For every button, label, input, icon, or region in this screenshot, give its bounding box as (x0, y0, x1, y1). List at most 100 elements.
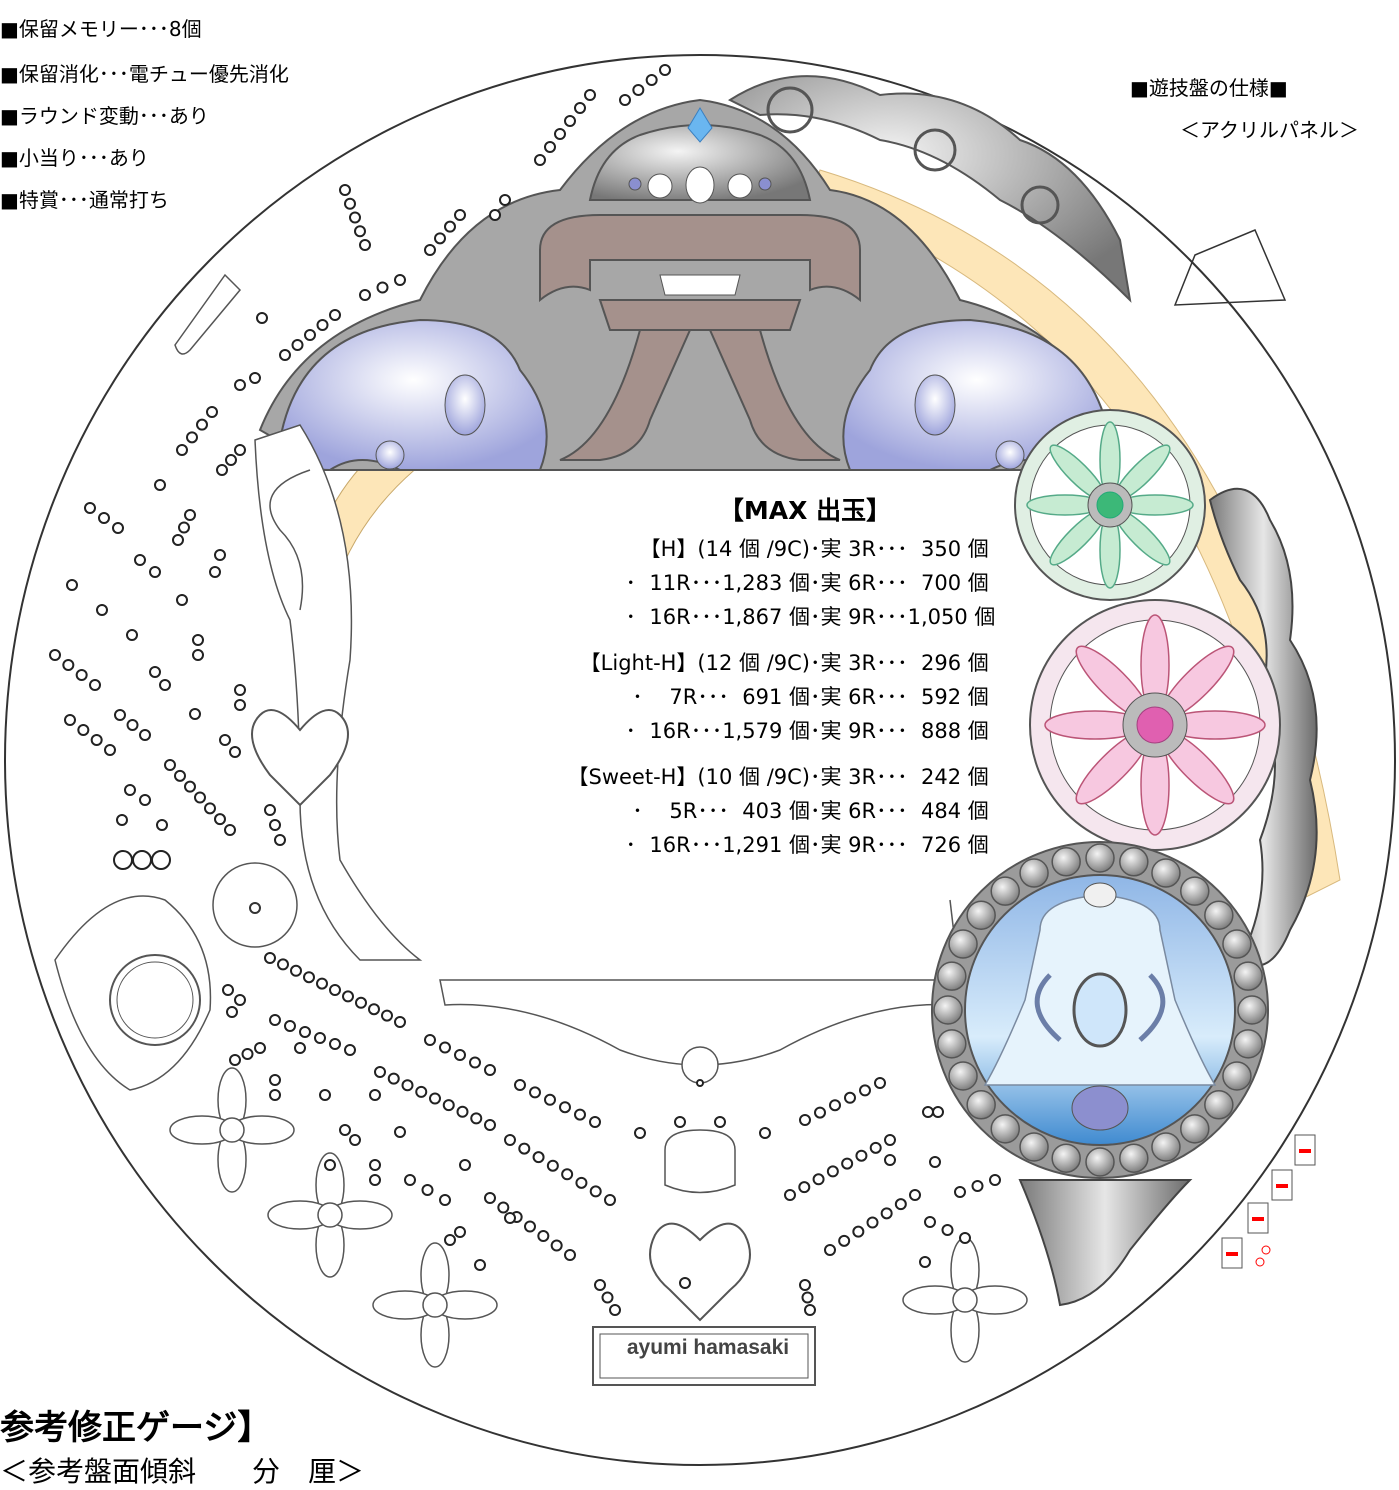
nail-pin (869, 1141, 882, 1154)
nail-pin (838, 1234, 851, 1247)
nail-pin (941, 1224, 954, 1236)
nail-pin (971, 1180, 984, 1192)
nail-pin (859, 1084, 871, 1097)
nail-pin (544, 1093, 556, 1106)
nail-pin (919, 1256, 931, 1268)
nail-pin (139, 729, 151, 741)
nail-pin (574, 1108, 586, 1121)
nail-pin (814, 1106, 826, 1119)
payout-group-h: 【H】(14 個 /9C)･実 3R･･･ 350 個 ･ 11R･･･1,28… (480, 532, 1020, 634)
nail-pin (841, 1157, 854, 1170)
nail-pin (329, 1038, 341, 1050)
nail-pin (219, 734, 231, 746)
nail-pin (804, 1304, 816, 1316)
payout-row: 【Sweet-H】(10 個 /9C)･実 3R･･･ 242 個 (480, 760, 1020, 794)
nail-pin (134, 554, 146, 566)
crown-wing-left (278, 318, 548, 472)
bell-ring-stud (1180, 1114, 1210, 1144)
payout-row: ･ 16R･･･1,291 個･実 9R･･･ 726 個 (480, 828, 1020, 862)
nail-pin (75, 669, 88, 681)
nail-pin (489, 209, 501, 221)
nail-pin (196, 418, 208, 431)
nail-pin (104, 744, 116, 756)
nail-pin (801, 1291, 814, 1304)
bell-ring-stud (1085, 843, 1115, 873)
nail-pin (561, 1168, 574, 1181)
nail-pin (369, 1174, 381, 1186)
nail-pin (234, 444, 246, 456)
nail-pin (394, 1126, 406, 1138)
bell-ring-stud (1233, 961, 1263, 991)
nail-pin (454, 1226, 466, 1238)
payout-left: 【Sweet-H】(10 個 /9C) (567, 765, 810, 789)
payout-row: ･ 11R･･･1,283 個･実 6R･･･ 700 個 (480, 566, 1020, 600)
nail-pin (454, 209, 466, 221)
nail-pin (176, 444, 188, 456)
nail-pin (634, 1127, 646, 1139)
nail-pin (290, 964, 302, 977)
payout-left: ･ 5R･･･ 403 個 (632, 799, 810, 823)
nail-pin (344, 197, 356, 210)
nail-pin (884, 1134, 896, 1146)
bell-ring-stud (1204, 1090, 1234, 1120)
bell-ring-stud (990, 1114, 1020, 1144)
nail-pin (226, 1006, 238, 1018)
payout-right: ･実 9R･･･1,050 個 (810, 605, 996, 629)
nail-pin (421, 1184, 434, 1196)
nail-pin (126, 719, 139, 731)
panel-title: ■遊技盤の仕様■ (1130, 76, 1288, 100)
nail-pin (564, 1249, 576, 1261)
flower-deco-3 (372, 1242, 498, 1368)
nail-pin (77, 724, 90, 736)
nail-pin (222, 984, 234, 996)
bell-ring-stud (1085, 1147, 1115, 1177)
nail-pin (812, 1173, 825, 1186)
nail-pin (474, 1259, 486, 1271)
nail-pin (376, 281, 389, 294)
flower-deco-2 (267, 1152, 393, 1278)
payout-left: 【H】(14 個 /9C) (639, 537, 810, 561)
pink-flower-medallion (1029, 599, 1281, 851)
nail-pin (534, 154, 546, 166)
nail-pin (434, 232, 446, 245)
nail-pin (829, 1099, 841, 1112)
bottom-subtitle: ＜参考盤面傾斜 分 厘＞ (0, 1455, 365, 1488)
bell-ring-stud (948, 1061, 978, 1091)
nail-pin (316, 977, 328, 990)
bell-ring-stud (1222, 929, 1252, 959)
nail-pin (484, 1192, 496, 1204)
nail-pin (524, 1220, 536, 1233)
nail-pin (66, 579, 78, 591)
nail-pin (659, 64, 671, 76)
nail-pin (909, 1189, 921, 1201)
nail-pin (497, 1201, 510, 1214)
nail-pin (932, 1106, 944, 1118)
nail-pin (679, 1277, 691, 1289)
nail-pin (329, 309, 341, 321)
nail-pin (429, 1092, 441, 1105)
nail-pin (291, 339, 304, 351)
payout-left: ･ 16R･･･1,867 個 (625, 605, 810, 629)
bell-ring-stud (966, 900, 996, 930)
nail-pin (269, 1014, 281, 1026)
nail-pin (84, 502, 96, 514)
nail-pin (249, 372, 261, 384)
green-flower-medallion (1014, 409, 1206, 601)
spec-item-round: ■ラウンド変動･･･あり (0, 104, 209, 128)
nail-pin (645, 74, 658, 86)
nail-pin (139, 794, 151, 806)
nail-pin (368, 1003, 380, 1016)
nail-pin (124, 784, 136, 796)
nail-pin (216, 464, 228, 476)
nail-pin (156, 819, 168, 831)
nail-pin (894, 1198, 907, 1211)
nail-pin (349, 211, 361, 224)
nail-pin (149, 566, 161, 578)
nail-pin (484, 1119, 496, 1131)
nail-pin (880, 1207, 893, 1220)
nail-pin (96, 604, 108, 616)
payout-left: ･ 16R･･･1,579 個 (625, 719, 810, 743)
upper-right-rail (1173, 229, 1287, 306)
nail-pin (550, 1239, 563, 1252)
